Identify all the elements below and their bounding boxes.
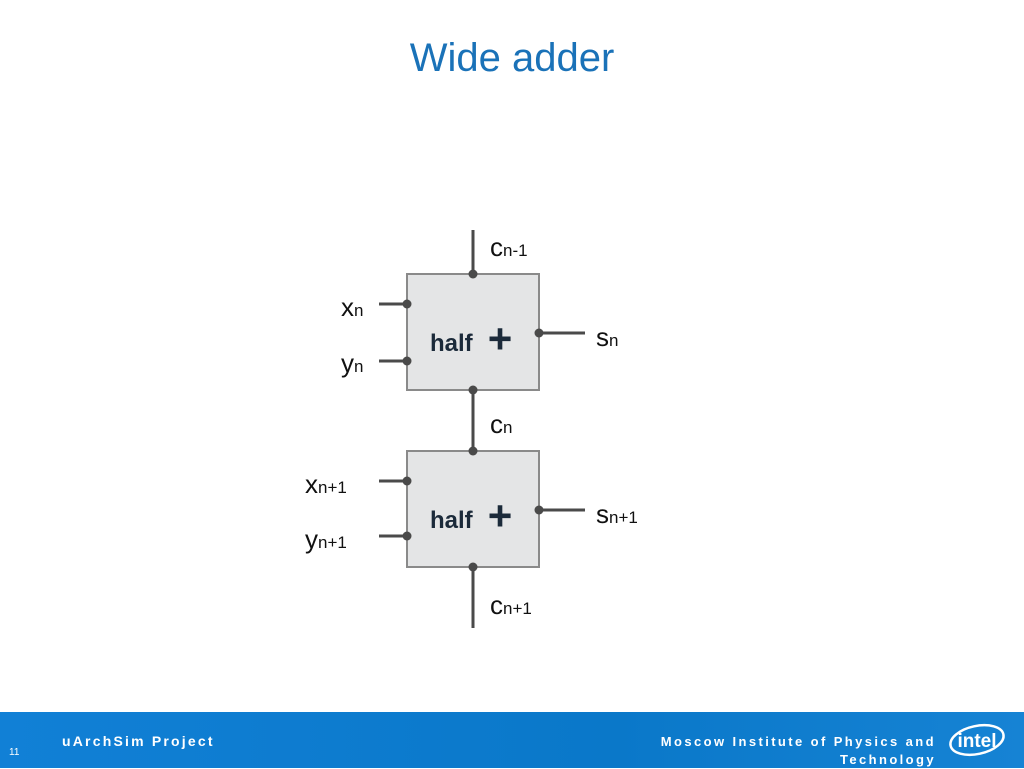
page-number: 11 (9, 747, 20, 758)
y-input-label: yn (341, 348, 363, 378)
plus-icon: + (488, 492, 513, 539)
carry-label: cn (490, 409, 512, 439)
port-dot (402, 476, 412, 486)
half-adder-block-1: half + cn-1 xn yn sn (341, 230, 618, 395)
half-adder-box (406, 450, 540, 568)
port-dot (402, 531, 412, 541)
port-dot (402, 356, 412, 366)
intel-logo-icon: intel (949, 723, 1005, 757)
y-input-label: yn+1 (305, 524, 347, 554)
block-label: half (430, 330, 474, 357)
adder-diagram: half + cn-1 xn yn sn cn half + xn+1 yn+1… (305, 230, 638, 628)
port-dot (468, 269, 478, 279)
organization-name: Moscow Institute of Physics and Technolo… (661, 733, 936, 769)
plus-icon: + (488, 315, 513, 362)
port-dot (468, 562, 478, 572)
svg-text:intel: intel (957, 731, 996, 752)
port-dot (534, 328, 544, 338)
footer-bar: 11 uArchSim Project Moscow Institute of … (0, 712, 1024, 768)
half-adder-box (406, 273, 540, 391)
half-adder-block-2: half + xn+1 yn+1 sn+1 cn+1 (305, 446, 638, 628)
project-name: uArchSim Project (62, 733, 215, 749)
carry-in-label: cn-1 (490, 232, 528, 262)
carry-out-label: cn+1 (490, 590, 532, 620)
port-dot (468, 446, 478, 456)
port-dot (534, 505, 544, 515)
org-line-2: Technology (840, 752, 936, 767)
sum-output-label: sn+1 (596, 499, 638, 529)
sum-output-label: sn (596, 322, 618, 352)
port-dot (402, 299, 412, 309)
x-input-label: xn (341, 292, 363, 322)
block-label: half (430, 507, 474, 534)
x-input-label: xn+1 (305, 469, 347, 499)
slide-title: Wide adder (409, 36, 615, 80)
org-line-1: Moscow Institute of Physics and (660, 734, 936, 749)
